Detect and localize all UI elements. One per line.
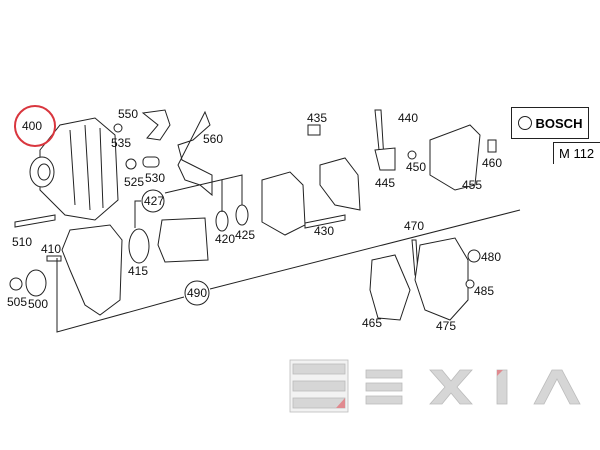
kit-427-bracket <box>134 174 243 228</box>
part-label-490[interactable]: 490 <box>187 286 207 300</box>
regulator-part[interactable] <box>369 254 411 321</box>
screw-part[interactable] <box>487 139 497 153</box>
alternator-part[interactable] <box>29 117 119 221</box>
model-code: M 112 <box>553 142 600 164</box>
part-label-500[interactable]: 500 <box>28 297 48 311</box>
long-bolt-part[interactable] <box>304 214 346 229</box>
brand-name: BOSCH <box>535 115 583 131</box>
part-label-480[interactable]: 480 <box>481 250 501 264</box>
part-label-420[interactable]: 420 <box>215 232 235 246</box>
clip-part[interactable] <box>141 109 171 141</box>
highlight-ring <box>14 105 56 147</box>
bolt-part[interactable] <box>14 214 56 228</box>
pulley-part[interactable] <box>25 269 47 297</box>
part-label-485[interactable]: 485 <box>474 284 494 298</box>
bosch-logo-icon <box>517 116 532 130</box>
nut-part[interactable] <box>467 249 481 263</box>
part-label-505[interactable]: 505 <box>7 295 27 309</box>
kit-427-circle[interactable] <box>141 189 165 213</box>
part-label-460[interactable]: 460 <box>482 156 502 170</box>
part-label-400[interactable]: 400 <box>22 119 42 133</box>
part-label-450[interactable]: 450 <box>406 160 426 174</box>
part-label-560[interactable]: 560 <box>203 132 223 146</box>
rotor-part[interactable] <box>157 217 209 263</box>
part-label-445[interactable]: 445 <box>375 176 395 190</box>
part-label-475[interactable]: 475 <box>436 319 456 333</box>
part-label-435[interactable]: 435 <box>307 111 327 125</box>
part-label-430[interactable]: 430 <box>314 224 334 238</box>
part-label-535[interactable]: 535 <box>111 136 131 150</box>
housing-part[interactable] <box>319 157 361 211</box>
part-label-410[interactable]: 410 <box>41 242 61 256</box>
cap-part[interactable] <box>429 124 481 191</box>
part-label-440[interactable]: 440 <box>398 111 418 125</box>
screw-part[interactable] <box>46 255 62 262</box>
end-shield-part[interactable] <box>261 171 306 236</box>
bolt-part[interactable] <box>307 124 321 136</box>
part-label-525[interactable]: 525 <box>124 175 144 189</box>
sleeve-part[interactable] <box>142 156 160 168</box>
bearing-part[interactable] <box>128 228 150 264</box>
part-label-425[interactable]: 425 <box>235 228 255 242</box>
part-label-510[interactable]: 510 <box>12 235 32 249</box>
part-label-415[interactable]: 415 <box>128 264 148 278</box>
exia-watermark-logo <box>289 359 581 413</box>
bearing-part[interactable] <box>215 210 229 232</box>
part-label-465[interactable]: 465 <box>362 316 382 330</box>
kit-490-circle[interactable] <box>184 280 210 306</box>
nut-part[interactable] <box>125 158 137 170</box>
nut-part[interactable] <box>113 123 123 133</box>
brand-box: BOSCH <box>511 107 589 139</box>
rectifier-part[interactable] <box>414 237 469 321</box>
kit-490-bracket <box>56 209 521 333</box>
nut-part[interactable] <box>9 277 23 291</box>
part-label-550[interactable]: 550 <box>118 107 138 121</box>
terminal-part[interactable] <box>374 147 396 171</box>
cover-part[interactable] <box>61 224 123 316</box>
part-label-427[interactable]: 427 <box>144 194 164 208</box>
part-label-455[interactable]: 455 <box>462 178 482 192</box>
bracket-part[interactable] <box>177 110 213 197</box>
seal-part[interactable] <box>235 204 249 226</box>
part-label-470[interactable]: 470 <box>404 219 424 233</box>
nut-part[interactable] <box>465 279 475 289</box>
nut-part[interactable] <box>407 150 417 160</box>
part-label-530[interactable]: 530 <box>145 171 165 185</box>
